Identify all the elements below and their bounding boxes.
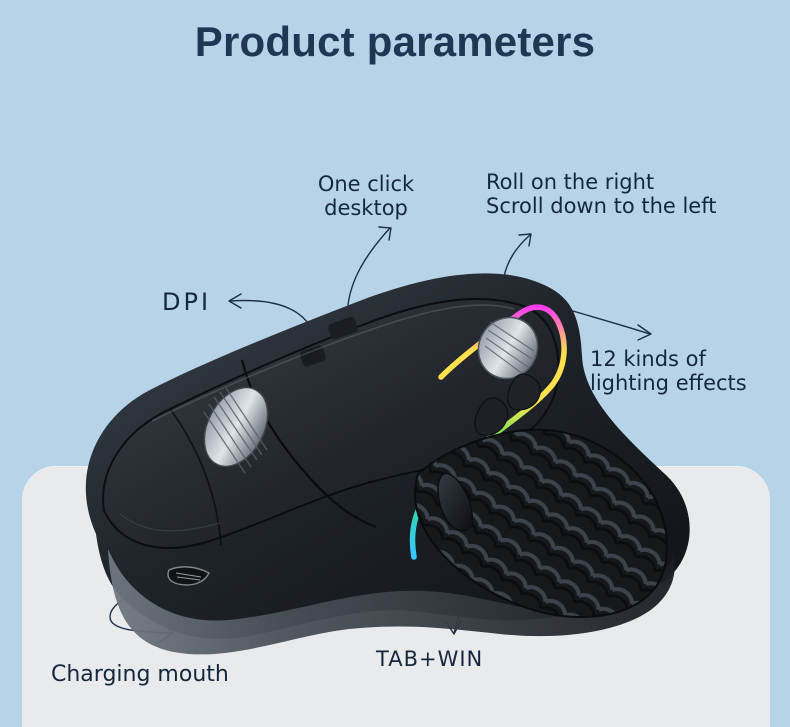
callout-desktop-line-1: One click bbox=[317, 172, 415, 196]
callout-charging: Charging mouth bbox=[51, 662, 229, 687]
arrow-lighting-icon bbox=[565, 308, 651, 335]
callout-dpi: DPI bbox=[162, 288, 212, 316]
callout-lighting-line-2: lighting effects bbox=[590, 371, 747, 395]
callout-lighting-line-1: 12 kinds of bbox=[590, 347, 706, 371]
callout-desktop: One click desktop bbox=[302, 172, 430, 220]
page-title: Product parameters bbox=[194, 18, 596, 65]
callout-lighting: 12 kinds of lighting effects bbox=[590, 347, 770, 395]
callout-scroll-line-2: Scroll down to the left bbox=[486, 194, 717, 218]
callout-scroll-line-1: Roll on the right bbox=[486, 170, 655, 194]
callout-desktop-line-2: desktop bbox=[324, 196, 408, 220]
callout-tab-win: TAB+WIN bbox=[376, 647, 484, 671]
callout-scroll: Roll on the right Scroll down to the lef… bbox=[486, 170, 756, 218]
ergonomic-mouse-icon bbox=[85, 273, 690, 655]
